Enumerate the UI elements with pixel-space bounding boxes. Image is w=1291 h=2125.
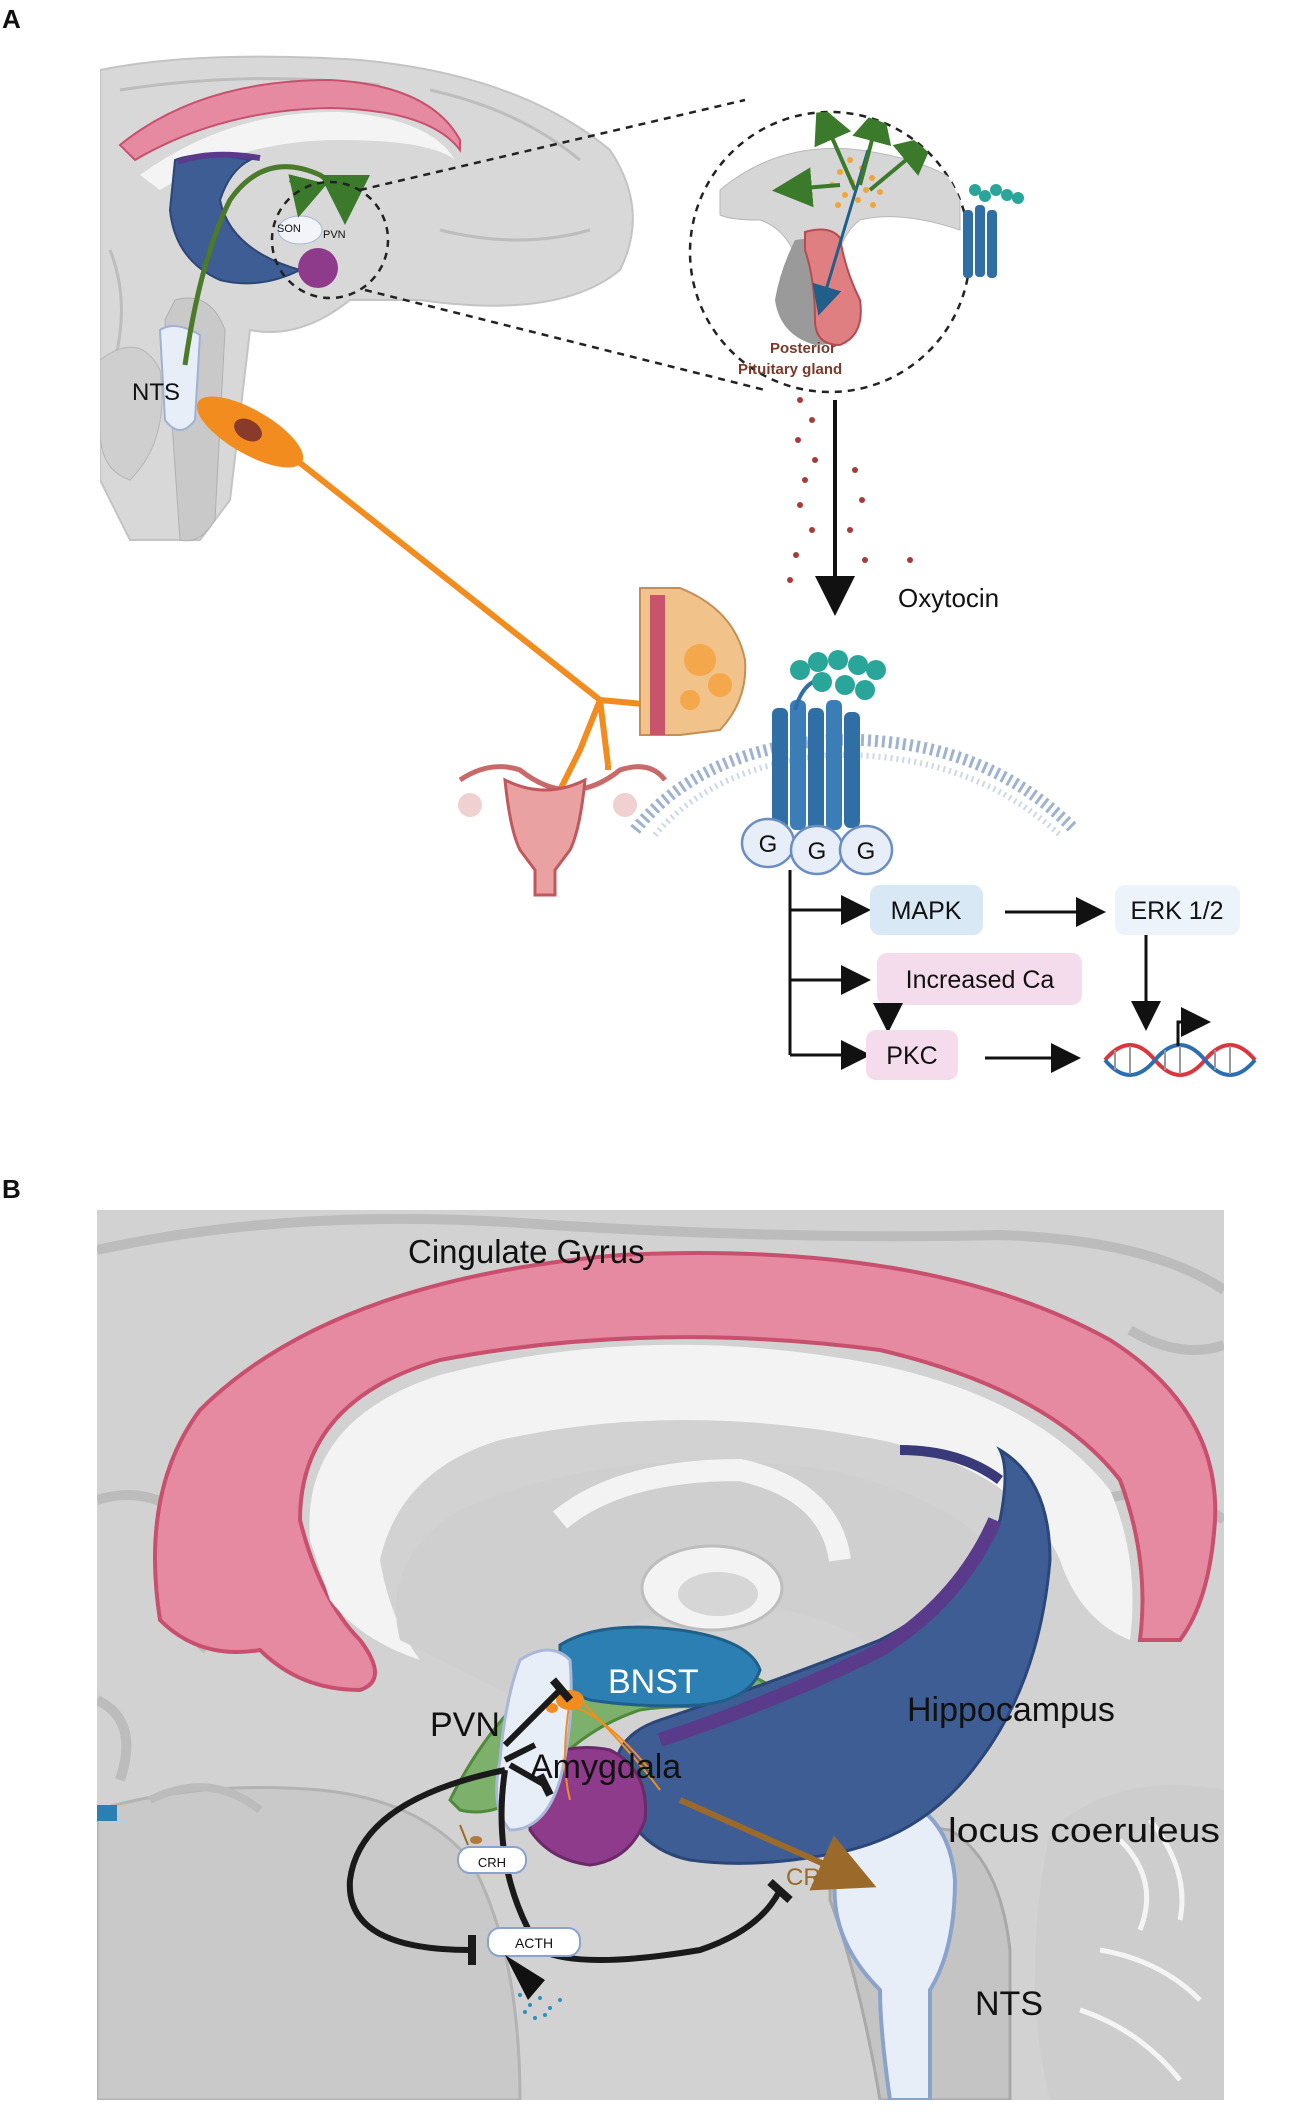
pvn-label-a: PVN xyxy=(323,229,346,241)
receptor-icon-small xyxy=(963,184,1024,278)
cell-membrane xyxy=(630,733,1080,838)
zoom-line-bottom xyxy=(364,288,766,392)
pkc-box xyxy=(866,1030,958,1080)
mapk-box xyxy=(870,885,983,935)
acth-label: ACTH xyxy=(515,1935,553,1951)
g-protein-complex: G G G xyxy=(740,817,894,876)
erk-label: ERK 1/2 xyxy=(1130,897,1223,925)
panel-b-letter: B xyxy=(2,1174,21,1204)
erk-box xyxy=(1115,885,1240,935)
signaling-pathway: MAPK Increased Ca PKC ERK 1/2 xyxy=(788,870,1240,1080)
g-label-2: G xyxy=(808,838,827,865)
crh-pill xyxy=(457,1846,527,1874)
posterior-pituitary-line1: Posterior xyxy=(770,340,836,357)
panel-a-brain xyxy=(100,55,634,542)
son-label: SON xyxy=(277,223,301,235)
zoom-source-circle xyxy=(270,180,390,300)
locus-coeruleus-label: locus coeruleus xyxy=(948,1812,1220,1850)
hippocampus-label: Hippocampus xyxy=(907,1691,1115,1729)
amygdala-label: Amygdala xyxy=(530,1748,681,1786)
g-label-1: G xyxy=(759,831,778,858)
crh-label: CRH xyxy=(478,1855,506,1870)
panel-a-letter: A xyxy=(2,4,21,34)
g-label-3: G xyxy=(857,838,876,865)
panel-b-brain xyxy=(97,1210,1224,2100)
calcium-box xyxy=(877,953,1082,1005)
posterior-pituitary-line2: Pituitary gland xyxy=(738,361,842,378)
breast-icon xyxy=(639,587,747,736)
son-pathway xyxy=(288,174,328,218)
cingulate-gyrus-label: Cingulate Gyrus xyxy=(408,1233,645,1270)
oxytocin-receptor xyxy=(772,650,886,830)
mapk-label: MAPK xyxy=(891,897,962,925)
pkc-label: PKC xyxy=(886,1042,937,1070)
uterus-icon xyxy=(458,764,667,897)
calcium-label: Increased Ca xyxy=(906,966,1055,994)
g-protein-gamma xyxy=(838,824,894,876)
zoom-line-top xyxy=(359,98,746,192)
oxytocin-label: Oxytocin xyxy=(898,583,999,613)
bnst-label: BNST xyxy=(608,1663,699,1701)
oxytocin-dots xyxy=(787,397,913,583)
vagal-neuron xyxy=(196,396,666,792)
pvn-label-b: PVN xyxy=(430,1706,500,1744)
crf-label: CRF xyxy=(786,1864,835,1891)
dna-icon xyxy=(1103,1007,1257,1077)
nts-label-a: NTS xyxy=(132,379,180,406)
pituitary-illustration xyxy=(719,112,961,347)
acth-pill xyxy=(487,1927,581,1957)
nts-to-pvn-pathway xyxy=(182,164,370,366)
nts-label-b: NTS xyxy=(975,1985,1043,2023)
